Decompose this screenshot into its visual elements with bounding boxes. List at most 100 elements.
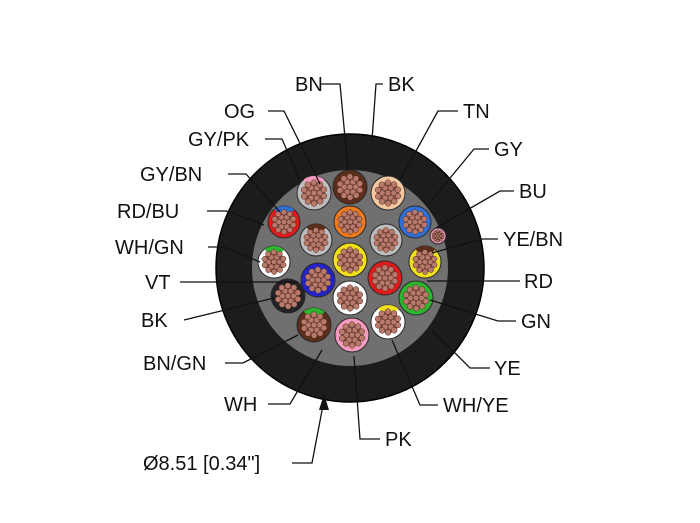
- copper-strand: [313, 246, 320, 253]
- copper-strand: [373, 240, 380, 247]
- copper-strand: [342, 323, 349, 330]
- copper-strand: [337, 298, 344, 305]
- copper-strand: [427, 251, 434, 257]
- copper-strand: [418, 294, 425, 302]
- copper-strand: [265, 259, 272, 265]
- copper-strand: [340, 265, 348, 272]
- copper-strand: [377, 237, 384, 243]
- label-rd: RD: [524, 271, 553, 293]
- copper-strand: [271, 216, 278, 223]
- copper-strand: [356, 291, 363, 298]
- copper-strand: [347, 228, 354, 235]
- copper-strand: [305, 321, 312, 329]
- copper-strand: [278, 284, 285, 291]
- copper-strand: [341, 219, 348, 225]
- copper-strand: [340, 192, 348, 199]
- copper-strand: [304, 330, 312, 337]
- label-bk-left: BK: [141, 310, 168, 332]
- copper-strand: [352, 248, 360, 255]
- leader-gn: [429, 299, 516, 322]
- leader-ye: [431, 329, 490, 369]
- copper-strand: [265, 251, 272, 258]
- copper-strand: [348, 321, 355, 328]
- copper-strand: [374, 315, 382, 323]
- copper-strand: [286, 219, 293, 225]
- leader-wh-ye: [391, 339, 438, 406]
- copper-strand: [304, 313, 311, 320]
- copper-strand: [358, 328, 365, 335]
- copper-strand: [290, 215, 297, 222]
- copper-strand: [284, 282, 291, 289]
- copper-strand: [406, 286, 413, 293]
- copper-strand: [406, 303, 414, 310]
- copper-strand: [376, 274, 383, 282]
- copper-strand: [416, 259, 423, 265]
- copper-strand: [378, 198, 386, 205]
- copper-strand: [305, 189, 312, 197]
- copper-strand: [301, 193, 308, 200]
- copper-strand: [320, 268, 328, 275]
- copper-strand: [338, 328, 346, 336]
- copper-strand: [291, 301, 298, 308]
- copper-strand: [286, 211, 293, 217]
- copper-strand: [356, 186, 364, 194]
- copper-strand: [341, 183, 348, 191]
- copper-strand: [346, 246, 353, 253]
- copper-strand: [336, 291, 344, 299]
- copper-strand: [391, 327, 398, 334]
- copper-strand: [342, 340, 350, 347]
- copper-strand: [318, 237, 325, 243]
- leader-bk-top: [371, 83, 383, 141]
- copper-strand: [286, 226, 293, 233]
- copper-strand: [300, 318, 308, 326]
- conductor-ye-bn: [408, 245, 442, 279]
- copper-strand: [320, 318, 327, 325]
- conductor-bu: [398, 205, 432, 239]
- copper-strand: [390, 181, 398, 188]
- copper-strand: [301, 325, 308, 332]
- label-bk-top: BK: [388, 74, 415, 96]
- leader-gy-bn: [228, 173, 281, 213]
- copper-strand: [312, 227, 319, 234]
- leader-pk: [353, 355, 380, 440]
- copper-strand: [441, 235, 445, 240]
- copper-strand: [378, 181, 385, 188]
- copper-strand: [320, 186, 327, 193]
- copper-strand: [280, 261, 287, 268]
- copper-strand: [337, 222, 344, 229]
- leader-wh-gn: [208, 246, 261, 263]
- copper-strand: [290, 284, 298, 291]
- copper-strand: [349, 342, 356, 349]
- copper-strand: [388, 237, 395, 243]
- copper-strand: [340, 286, 347, 293]
- copper-strand: [353, 192, 360, 199]
- copper-strand: [416, 251, 423, 258]
- copper-strand: [346, 284, 353, 291]
- copper-strand: [339, 335, 346, 342]
- copper-strand: [387, 266, 395, 273]
- copper-strand: [322, 239, 329, 246]
- copper-strand: [352, 219, 359, 225]
- copper-strand: [436, 239, 440, 243]
- copper-strand: [381, 264, 388, 271]
- copper-strand: [356, 215, 363, 222]
- conductor-wh: [332, 280, 368, 316]
- copper-strand: [433, 238, 437, 242]
- copper-strand: [431, 255, 438, 262]
- copper-strand: [271, 268, 278, 275]
- conductor-bn-gn: [296, 307, 332, 343]
- copper-strand: [315, 287, 322, 294]
- copper-strand: [375, 322, 382, 329]
- copper-strand: [378, 327, 386, 334]
- label-gy-pk: GY/PK: [188, 129, 250, 151]
- copper-strand: [358, 334, 366, 342]
- copper-strand: [317, 198, 324, 205]
- copper-strand: [375, 283, 383, 290]
- conductor-rd: [367, 260, 403, 296]
- leader-og: [268, 110, 321, 185]
- leader-diameter: [292, 399, 325, 464]
- conductor-wh-ye: [370, 304, 406, 340]
- conductor-gy-pk: [296, 175, 332, 211]
- copper-strand: [417, 219, 424, 225]
- label-ye: YE: [494, 358, 521, 380]
